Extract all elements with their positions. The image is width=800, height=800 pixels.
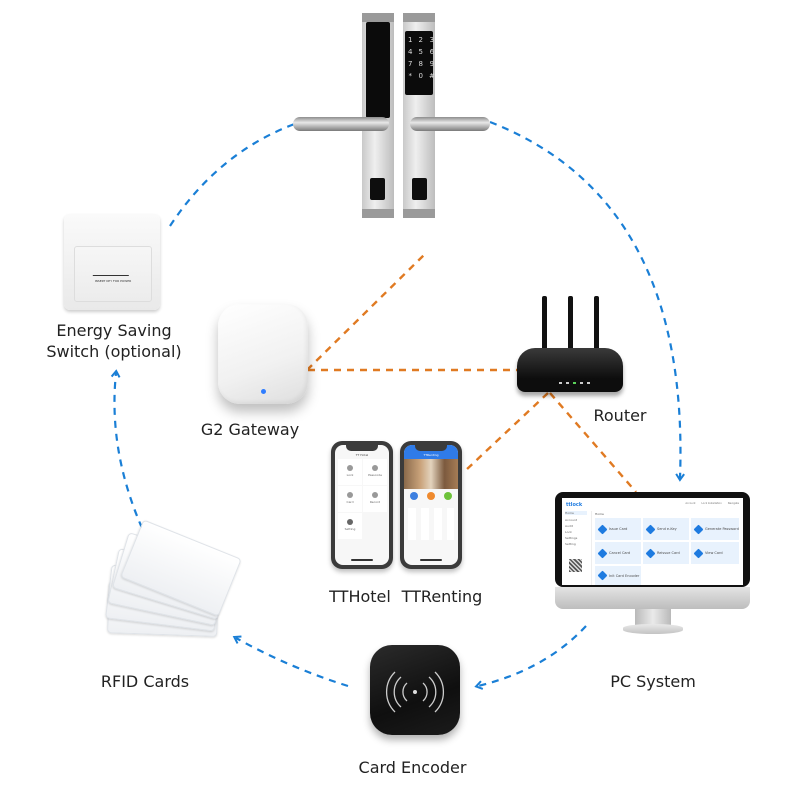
lock-left-plate	[362, 13, 394, 218]
pc-logo: ttlock	[566, 502, 583, 508]
gateway-label: G2 Gateway	[200, 420, 300, 439]
pc-sidebar-item[interactable]: Audit	[565, 524, 573, 528]
router-antenna-icon	[594, 296, 599, 354]
switch-card-slot: INSERT KEY FOR POWER	[74, 246, 152, 302]
router	[515, 296, 625, 396]
switch-plate-text: INSERT KEY FOR POWER	[94, 279, 132, 283]
pc-action-card[interactable]: Issue Card	[595, 518, 641, 540]
tthotel-tile: Lock	[338, 459, 362, 485]
monitor-base	[623, 624, 683, 634]
switch-logo-icon	[92, 263, 134, 276]
tthotel-tile: Setting	[338, 513, 362, 539]
pc-action-card[interactable]: Init Card Encoder	[595, 566, 641, 585]
lock-keypad: 1 2 3 4 5 6 7 8 9 * 0 #	[408, 36, 435, 80]
key-hash: #	[428, 72, 435, 80]
key-star: *	[408, 72, 412, 80]
key-1: 1	[408, 36, 413, 44]
tthotel-phone: TT Hotel Lock Passcode Card Record Setti…	[331, 441, 393, 569]
pc-top-link[interactable]: Navigate	[727, 502, 739, 505]
pc-sidebar: Home Account Audit Lock Settings Setting	[562, 511, 592, 585]
door-lock: 1 2 3 4 5 6 7 8 9 * 0 #	[290, 10, 490, 225]
key-4: 4	[408, 48, 413, 56]
lock-left-panel	[366, 22, 390, 118]
qr-code-icon	[569, 559, 582, 572]
flow-pc-to-encoder	[474, 625, 587, 690]
pc-action-card[interactable]: Send e-Key	[643, 518, 689, 540]
lock-right-plate: 1 2 3 4 5 6 7 8 9 * 0 #	[403, 13, 435, 218]
key-8: 8	[418, 60, 423, 68]
keyhole-icon	[370, 178, 385, 200]
pc-sidebar-item[interactable]: Home	[565, 511, 587, 515]
pc-top-link[interactable]: Account	[685, 502, 696, 505]
pc-sidebar-item[interactable]: Setting	[565, 542, 576, 546]
key-6: 6	[429, 48, 435, 56]
monitor-stand	[635, 609, 671, 627]
tthotel-tile: Card	[338, 486, 362, 512]
gateway-led-icon	[261, 389, 266, 394]
router-label: Router	[593, 406, 647, 425]
ttrenting-label: TTRenting	[401, 587, 483, 606]
pc-action-card[interactable]: Reissue Card	[643, 542, 689, 564]
router-status-leds	[559, 382, 590, 384]
g2-gateway	[218, 304, 308, 404]
flow-encoder-to-cards	[232, 635, 349, 688]
net-gateway-to-lock	[306, 251, 428, 371]
flow-cards-to-switch	[110, 369, 144, 529]
energy-switch-label: Energy Saving Switch (optional)	[44, 320, 184, 362]
tthotel-label: TTHotel	[329, 587, 391, 606]
key-5: 5	[418, 48, 423, 56]
key-3: 3	[429, 36, 435, 44]
pc-action-card[interactable]: Cancel Card	[595, 542, 641, 564]
rfid-cards	[100, 519, 242, 645]
key-0: 0	[418, 72, 423, 80]
rfid-wave-icon	[386, 671, 444, 713]
key-2: 2	[418, 36, 423, 44]
monitor-frame: ttlock Account Lock Installation Navigat…	[555, 492, 750, 587]
pc-sidebar-item[interactable]: Settings	[565, 536, 578, 540]
pc-action-card[interactable]: View Card	[691, 542, 739, 564]
lock-left-handle	[293, 117, 389, 131]
pc-screen: ttlock Account Lock Installation Navigat…	[562, 498, 743, 585]
ttrenting-room-photo	[404, 459, 458, 489]
energy-saving-switch: INSERT KEY FOR POWER	[64, 214, 160, 310]
pc-top-link[interactable]: Lock Installation	[701, 502, 722, 505]
tthotel-tile: Record	[363, 486, 387, 512]
lock-keypad-panel: 1 2 3 4 5 6 7 8 9 * 0 #	[405, 31, 435, 95]
flow-lock-to-pc	[489, 120, 685, 482]
pc-top-links: Account Lock Installation Navigate	[685, 502, 739, 505]
pc-sidebar-item[interactable]: Account	[565, 518, 578, 522]
ttrenting-phone: TTRenting	[400, 441, 462, 569]
pc-system-label: PC System	[610, 672, 696, 691]
card-encoder-label: Card Encoder	[358, 758, 467, 777]
router-body	[517, 348, 623, 392]
energy-switch-label-line1: Energy Saving	[56, 321, 172, 340]
tthotel-screen-title: TT Hotel	[355, 453, 369, 457]
rfid-cards-label: RFID Cards	[100, 672, 190, 691]
key-7: 7	[408, 60, 413, 68]
energy-switch-label-line2: Switch (optional)	[46, 342, 182, 361]
card-encoder	[370, 645, 460, 735]
tthotel-tile: Passcode	[363, 459, 387, 485]
monitor-chin	[555, 587, 750, 609]
pc-section-title: Home	[595, 512, 604, 516]
flow-switch-to-lock	[169, 120, 301, 227]
lock-right-handle	[410, 117, 490, 131]
net-router-to-ttrenting	[465, 392, 549, 471]
pc-sidebar-item[interactable]: Lock	[565, 530, 572, 534]
router-antenna-icon	[568, 296, 573, 354]
net-router-to-pc	[549, 392, 637, 493]
router-antenna-icon	[542, 296, 547, 354]
key-9: 9	[429, 60, 435, 68]
pc-action-card[interactable]: Generate Password	[691, 518, 739, 540]
pc-system: ttlock Account Lock Installation Navigat…	[555, 492, 750, 642]
card-reader-icon	[412, 178, 427, 200]
